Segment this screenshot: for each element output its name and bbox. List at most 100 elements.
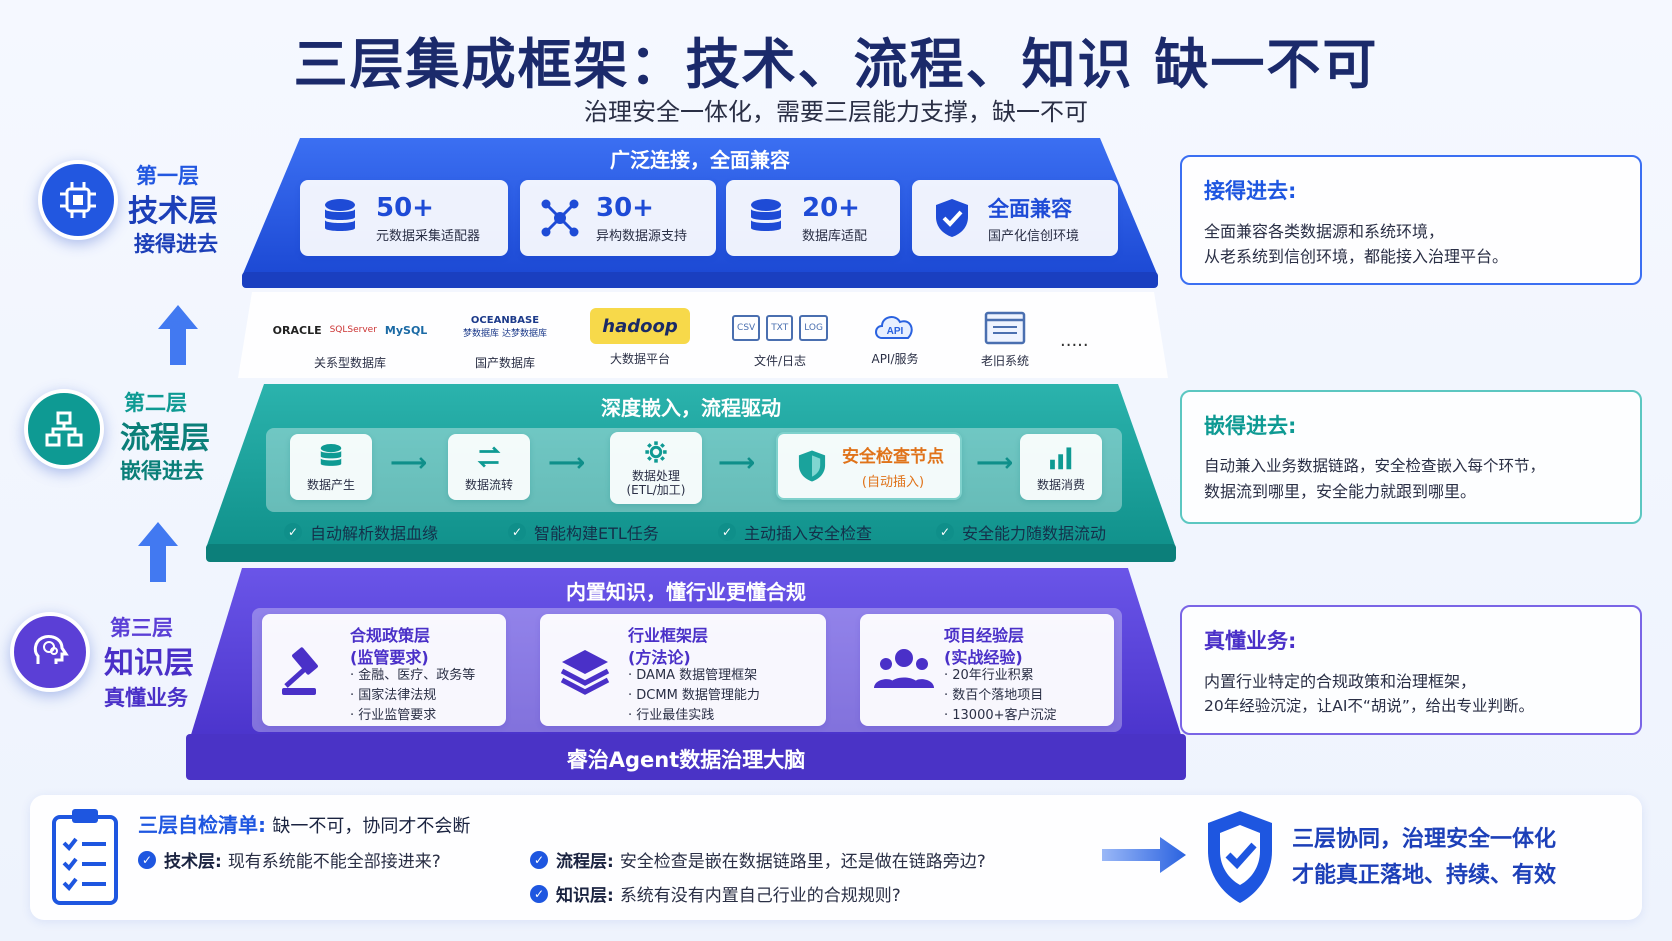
database-icon: [320, 443, 342, 466]
side-card-line: 20年经验沉淀，让AI不“胡说”，给出专业判断。: [1204, 697, 1534, 715]
flow-arrow-icon: ⟶: [718, 448, 756, 478]
layer-label-process: 第二层 流程层 嵌得进去: [24, 385, 224, 485]
right-arrow-icon: [1102, 837, 1186, 873]
txt-file-icon: TXT: [766, 315, 794, 341]
checklist-item-key: 流程层:: [556, 852, 614, 872]
tier-tech-heading: 广泛连接，全面兼容: [610, 148, 790, 172]
side-card-line: 内置行业特定的合规政策和治理框架，: [1204, 672, 1477, 691]
process-check-item: ✓自动解析数据血缘: [284, 520, 438, 544]
layer-tag: 真懂业务: [104, 686, 188, 710]
platform-base-label: 睿治Agent数据治理大脑: [566, 748, 806, 772]
check-icon: ✓: [284, 523, 302, 541]
source-domestic-db: OCEANBASE 梦数据库 达梦数据库 国产数据库: [440, 306, 570, 371]
gear-icon: [645, 441, 667, 463]
stat-card: 50+元数据采集适配器: [300, 180, 508, 256]
checklist-item: ✓知识层:系统有没有内置自己行业的合规规则?: [530, 881, 901, 906]
self-check-panel: 三层自检清单: 缺一不可，协同才不会断 ✓技术层:现有系统能不能全部接进来? ✓…: [30, 795, 1642, 920]
source-bigdata: hadoop 大数据平台: [580, 308, 700, 367]
knowledge-card-compliance: 合规政策层 (监管要求) · 金融、医疗、政务等 · 国家法律法规 · 行业监管…: [262, 614, 506, 726]
flow-arrow-icon: ⟶: [976, 448, 1014, 478]
layer-name: 知识层: [104, 646, 194, 681]
side-card-knowledge: 真懂业务: 内置行业特定的合规政策和治理框架， 20年经验沉淀，让AI不“胡说”…: [1180, 605, 1642, 735]
side-card-line: 全面兼容各类数据源和系统环境，: [1204, 222, 1445, 241]
file-icons: CSV TXT LOG: [720, 310, 840, 346]
side-card-title: 真懂业务:: [1204, 629, 1297, 653]
database-icon: [751, 199, 781, 231]
up-arrow-1: [158, 305, 198, 369]
check-icon: ✓: [530, 850, 548, 869]
network-icon: [541, 199, 579, 237]
flow-step-label: 数据产生: [306, 477, 355, 492]
card-item: · 行业监管要求: [350, 708, 437, 723]
process-check-item: ✓安全能力随数据流动: [936, 520, 1106, 544]
people-icon: [874, 649, 934, 688]
process-check-item: ✓智能构建ETL任务: [508, 520, 659, 544]
card-item: · 国家法律法规: [350, 688, 437, 703]
layer-name: 流程层: [120, 421, 210, 456]
stat-value: 20+: [802, 192, 860, 223]
card-title: 项目经验层: [944, 626, 1025, 645]
process-check-item: ✓主动插入安全检查: [718, 520, 872, 544]
source-files: CSV TXT LOG 文件/日志: [720, 310, 840, 369]
stat-value: 30+: [596, 192, 654, 223]
stat-card: 20+ 数据库适配: [726, 180, 900, 256]
shield-check-icon: [936, 199, 968, 237]
layer-number: 第三层: [110, 616, 173, 640]
check-icon: ✓: [138, 850, 156, 869]
layers-icon: [560, 650, 610, 695]
stat-card: 全面兼容国产化信创环境: [912, 180, 1118, 256]
hadoop-logo: hadoop: [590, 308, 690, 344]
checklist-item: ✓ 流程层:安全检查是嵌在数据链路里，还是做在链路旁边?: [530, 847, 986, 872]
check-text: 安全能力随数据流动: [962, 524, 1107, 543]
checklist-item-key: 知识层:: [556, 886, 614, 906]
source-relational-db: ORACLE SQLServer MySQL 关系型数据库: [270, 312, 430, 371]
checklist-item-text: 现有系统能不能全部接进来?: [227, 852, 441, 872]
up-arrow-2: [138, 522, 178, 586]
source-label: API/服务: [871, 352, 919, 366]
data-sources-shape: [238, 292, 1168, 378]
card-item: · DAMA 数据管理框架: [628, 668, 758, 683]
flow-step-process: 数据处理 (ETL/加工): [610, 432, 702, 504]
flow-arrow-icon: ⟶: [548, 448, 586, 478]
checklist-item-text: 安全检查是嵌在数据链路里，还是做在链路旁边?: [619, 852, 986, 872]
side-card-title: 嵌得进去:: [1204, 414, 1297, 438]
card-item: · 金融、医疗、政务等: [350, 668, 476, 683]
database-icon: [325, 199, 355, 231]
legacy-window-icon: [960, 310, 1050, 346]
source-label: 文件/日志: [753, 354, 807, 368]
log-file-icon: LOG: [799, 315, 828, 341]
oceanbase-logo: OCEANBASE: [470, 315, 540, 326]
chip-icon: [38, 160, 118, 240]
check-icon: ✓: [508, 523, 526, 541]
dameng-logo: 梦数据库: [463, 329, 500, 339]
db-logos: ORACLE SQLServer MySQL: [270, 312, 430, 348]
layer-number: 第二层: [124, 391, 187, 415]
security-check-label: 安全检查节点: [842, 447, 944, 467]
checklist-title-rest: 缺一不可，协同才不会断: [272, 816, 471, 837]
checklist-item-key: 技术层:: [164, 852, 222, 872]
flow-step-label: 数据处理 (ETL/加工): [626, 469, 686, 497]
dameng-db-logo: 达梦数据库: [501, 329, 547, 339]
flow-step-consume: 数据消费: [1020, 434, 1102, 500]
source-legacy: 老旧系统: [960, 310, 1050, 369]
swap-arrows-icon: [477, 445, 501, 468]
source-label: 大数据平台: [609, 352, 670, 366]
domestic-db-subtitles: 梦数据库 达梦数据库: [463, 326, 547, 339]
conclusion-line: 才能真正落地、持续、有效: [1292, 863, 1557, 888]
flow-arrow-icon: ⟶: [390, 448, 428, 478]
side-card-title: 接得进去:: [1204, 179, 1297, 203]
layer-name: 技术层: [128, 194, 218, 229]
api-cloud-icon: API: [850, 308, 940, 344]
tier-knowledge-heading: 内置知识，懂行业更懂合规: [566, 580, 806, 604]
page-title: 三层集成框架：技术、流程、知识 缺一不可: [293, 33, 1379, 96]
check-icon: ✓: [530, 884, 548, 903]
stat-label: 国产化信创环境: [988, 228, 1080, 244]
stat-label: 数据库适配: [802, 228, 868, 244]
check-icon: ✓: [718, 523, 736, 541]
source-label: 国产数据库: [474, 356, 535, 370]
side-card-process: 嵌得进去: 自动兼入业务数据链路，安全检查嵌入每个环节， 数据流到哪里，安全能力…: [1180, 390, 1642, 524]
page-subtitle: 治理安全一体化，需要三层能力支撑，缺一不可: [584, 98, 1088, 126]
layer-label-tech: 第一层 技术层 接得进去: [38, 152, 238, 256]
security-check-sub: (自动插入): [861, 475, 925, 490]
conclusion-line: 三层协同，治理安全一体化: [1292, 827, 1557, 852]
